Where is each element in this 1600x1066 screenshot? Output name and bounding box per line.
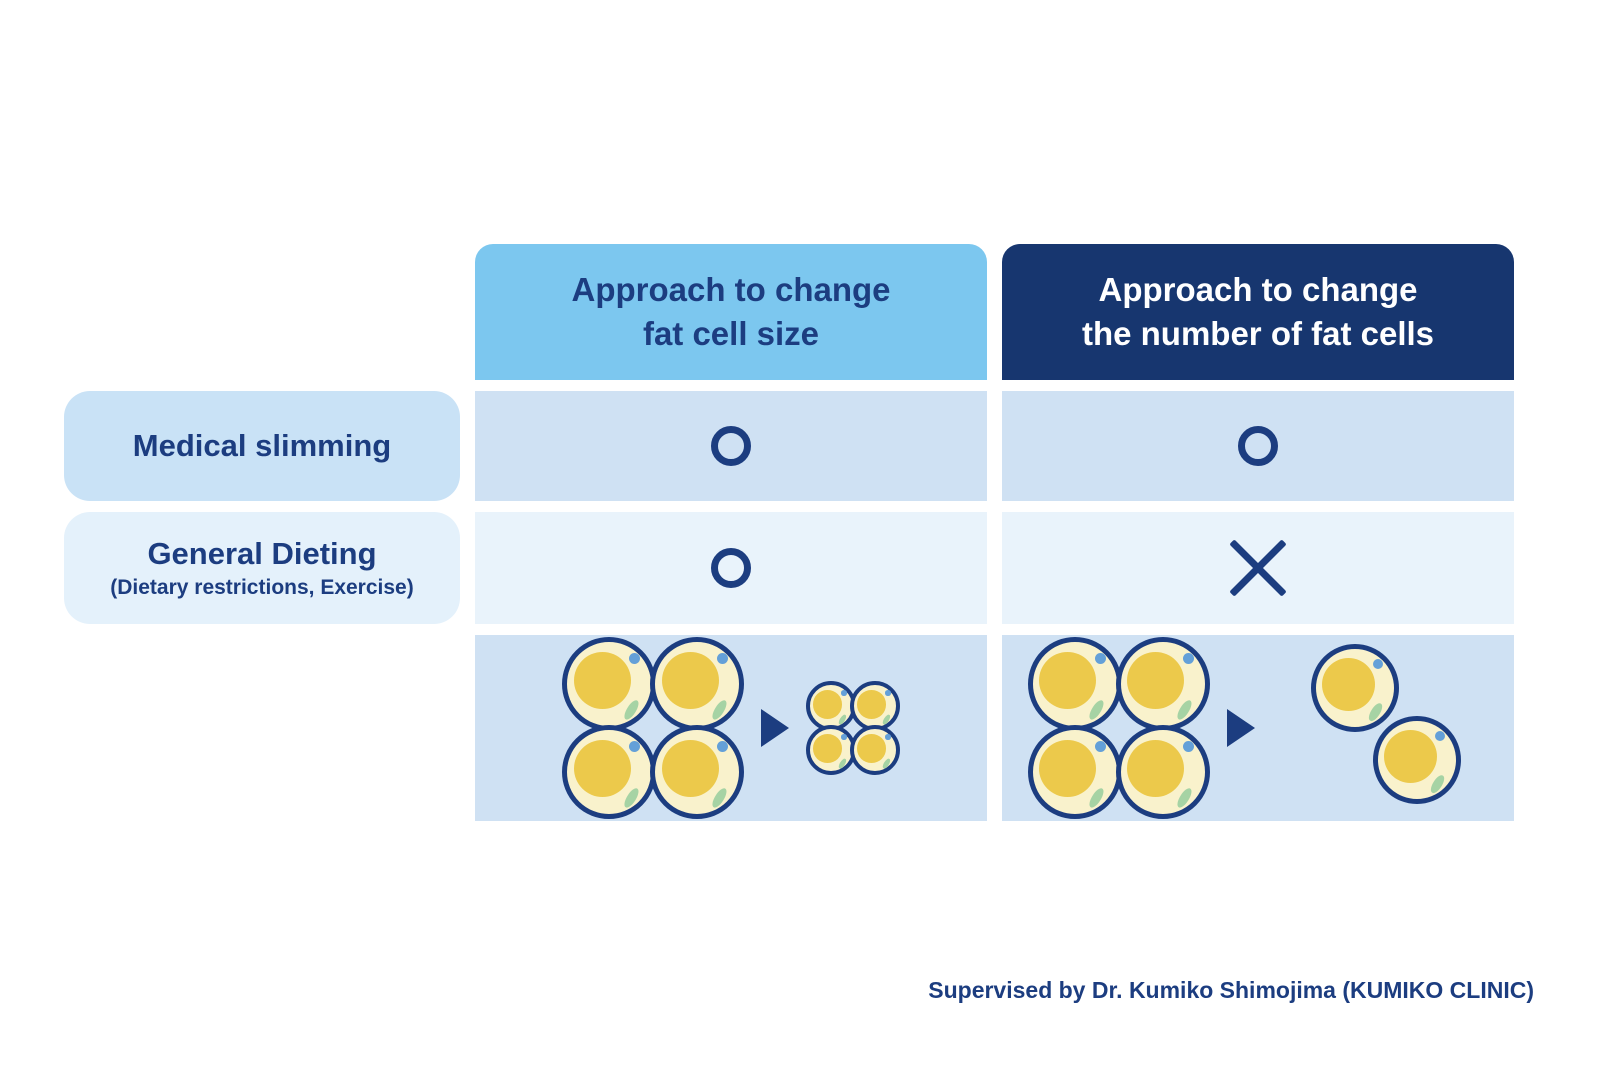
column-header-fat-cell-size: Approach to change fat cell size — [475, 244, 987, 380]
cell-leaf-accent — [621, 786, 641, 810]
row-label-general-dieting-text: General Dieting — [147, 535, 377, 571]
cell-leaf-accent — [881, 713, 891, 725]
cell-lipid-droplet — [857, 734, 886, 763]
fat-cell-icon — [806, 725, 856, 775]
cell-lipid-droplet — [813, 690, 842, 719]
cell-leaf-accent — [621, 698, 641, 722]
cell-nucleus-dot — [1182, 652, 1194, 664]
cell-medical-size — [475, 391, 987, 501]
cell-lipid-droplet — [1383, 730, 1437, 784]
cell-nucleus-dot — [629, 652, 641, 664]
row-label-general-dieting: General Dieting (Dietary restrictions, E… — [64, 512, 460, 624]
fat-cell-icon — [850, 725, 900, 775]
supervision-credit: Supervised by Dr. Kumiko Shimojima (KUMI… — [928, 977, 1534, 1003]
cell-leaf-accent — [709, 786, 729, 810]
fat-cell-icon — [850, 681, 900, 731]
arrow-right-icon — [761, 709, 789, 747]
cell-medical-number — [1002, 391, 1514, 501]
circle-mark-icon — [711, 548, 751, 588]
cell-nucleus-dot — [717, 652, 729, 664]
circle-mark-icon — [711, 426, 751, 466]
illustration-size-change — [475, 635, 987, 821]
cell-nucleus-dot — [629, 740, 641, 752]
cell-nucleus-dot — [1435, 731, 1446, 742]
cell-lipid-droplet — [813, 734, 842, 763]
cell-lipid-droplet — [573, 740, 631, 798]
fat-cell-icon — [1115, 725, 1210, 819]
fat-cells-small-group — [806, 681, 900, 775]
fat-cells-large-group — [562, 637, 744, 819]
row-label-medical-slimming: Medical slimming — [64, 391, 460, 501]
cell-leaf-accent — [1087, 698, 1107, 722]
cell-leaf-accent — [709, 698, 729, 722]
cell-nucleus-dot — [717, 740, 729, 752]
row-label-medical-slimming-text: Medical slimming — [132, 428, 392, 464]
cell-leaf-accent — [881, 757, 891, 769]
cell-nucleus-dot — [1094, 740, 1106, 752]
column-header-fat-cell-number: Approach to change the number of fat cel… — [1002, 244, 1514, 380]
cell-nucleus-dot — [841, 690, 847, 696]
cell-leaf-accent — [1175, 698, 1195, 722]
cell-leaf-accent — [1175, 786, 1195, 810]
cell-nucleus-dot — [885, 690, 891, 696]
cell-lipid-droplet — [661, 652, 719, 710]
cell-leaf-accent — [1366, 701, 1385, 724]
cell-leaf-accent — [837, 713, 847, 725]
cell-nucleus-dot — [841, 734, 847, 740]
cell-lipid-droplet — [1039, 652, 1097, 710]
fat-cell-icon — [1115, 637, 1210, 731]
fat-cell-icon — [1027, 637, 1122, 731]
cell-dieting-number — [1002, 512, 1514, 624]
arrow-right-icon — [1226, 709, 1255, 747]
fat-cell-icon — [562, 725, 656, 819]
fat-cell-icon — [1027, 725, 1122, 819]
cross-mark-icon — [1229, 539, 1287, 597]
cell-nucleus-dot — [1182, 740, 1194, 752]
cell-nucleus-dot — [1373, 659, 1384, 670]
cell-lipid-droplet — [573, 652, 631, 710]
cell-leaf-accent — [1087, 786, 1107, 810]
cell-dieting-size — [475, 512, 987, 624]
fat-cell-icon — [650, 637, 744, 731]
column-header-fat-cell-size-label: Approach to change fat cell size — [571, 271, 891, 352]
cell-nucleus-dot — [1094, 652, 1106, 664]
fat-cell-icon — [1372, 716, 1461, 804]
cell-lipid-droplet — [661, 740, 719, 798]
fat-cell-icon — [650, 725, 744, 819]
cell-lipid-droplet — [1127, 652, 1185, 710]
column-header-fat-cell-number-label: Approach to change the number of fat cel… — [1081, 271, 1435, 352]
cell-lipid-droplet — [857, 690, 886, 719]
cell-nucleus-dot — [885, 734, 891, 740]
fat-cells-reduced-group — [1281, 644, 1486, 812]
cell-lipid-droplet — [1127, 740, 1185, 798]
cell-leaf-accent — [837, 757, 847, 769]
fat-cell-icon — [562, 637, 656, 731]
row-label-general-dieting-subtext: (Dietary restrictions, Exercise) — [110, 576, 414, 600]
cell-leaf-accent — [1428, 773, 1447, 796]
cell-lipid-droplet — [1039, 740, 1097, 798]
fat-cells-large-group — [1027, 637, 1210, 819]
cell-lipid-droplet — [1321, 658, 1375, 712]
circle-mark-icon — [1238, 426, 1278, 466]
fat-cell-icon — [1310, 644, 1399, 732]
comparison-table: Approach to change fat cell size Approac… — [64, 244, 1514, 821]
illustration-number-change — [1002, 635, 1514, 821]
fat-cell-icon — [806, 681, 856, 731]
